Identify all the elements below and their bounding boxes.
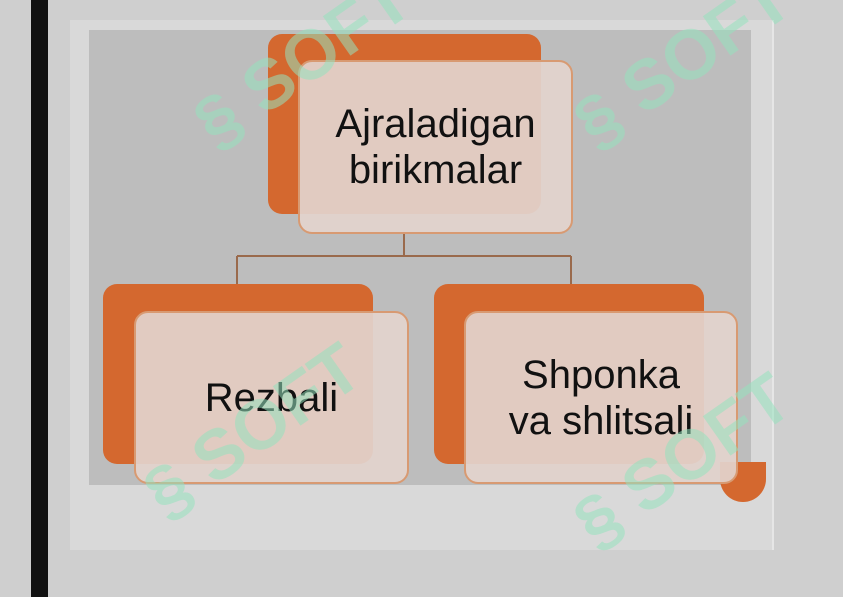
node-root: Ajraladigan birikmalar <box>268 34 573 234</box>
node-rezbali-label: Rezbali <box>204 375 339 420</box>
node-rezbali: Rezbali <box>103 284 409 484</box>
node-root-label: Ajraladigan birikmalar <box>335 102 536 192</box>
slide-left-bar <box>31 0 48 597</box>
node-shponka-label: Shponka va shlitsali <box>508 352 694 443</box>
node-shponka: Shponka va shlitsali <box>434 284 738 484</box>
